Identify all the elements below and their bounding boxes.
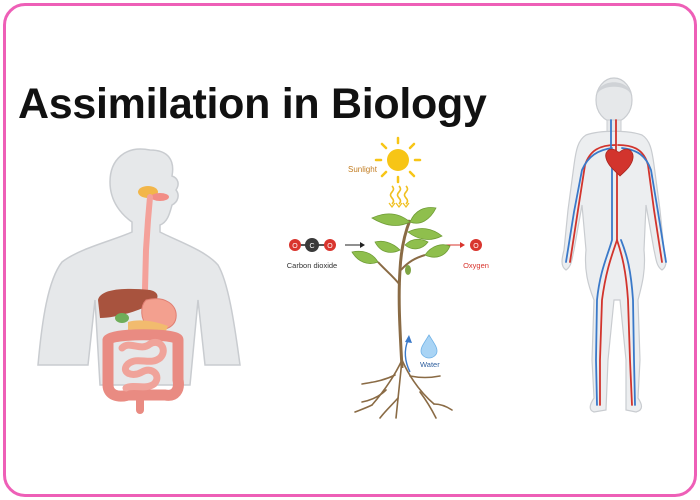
- page-title: Assimilation in Biology: [18, 80, 487, 128]
- co2-right-letter: O: [327, 243, 333, 250]
- water-label: Water: [420, 360, 440, 369]
- plant-stem: [397, 219, 412, 369]
- plant-roots: [354, 359, 453, 419]
- heart-icon: [605, 148, 634, 177]
- neck: [606, 119, 622, 133]
- hair: [597, 82, 631, 95]
- co2-arrow: [345, 242, 365, 248]
- digestive-system-figure: [37, 148, 241, 414]
- body-silhouette: [561, 130, 667, 413]
- small-intestine: [118, 339, 167, 392]
- oxygen-molecule-icon: O: [470, 239, 482, 251]
- plant-branch: [377, 261, 401, 286]
- circulatory-system-figure: [561, 77, 667, 413]
- gallbladder: [115, 313, 129, 323]
- water-drop-icon: [420, 334, 438, 359]
- oxygen-letter: O: [473, 243, 479, 250]
- mouth-cavity: [151, 193, 169, 201]
- co2-center-letter: C: [309, 243, 314, 250]
- co2-left-letter: O: [292, 243, 298, 250]
- large-intestine: [102, 329, 184, 402]
- water-uptake-arrowhead: [405, 335, 412, 343]
- plant-branch: [400, 254, 426, 271]
- torso-silhouette: [37, 148, 241, 386]
- heat-arrows-icon: [388, 185, 410, 208]
- carbon-dioxide-label: Carbon dioxide: [287, 261, 337, 270]
- sun-icon: [374, 136, 422, 184]
- liver: [98, 288, 158, 318]
- oxygen-label: Oxygen: [463, 261, 489, 270]
- co2-molecule-icon: O C O: [289, 238, 336, 252]
- sunlight-label: Sunlight: [348, 165, 378, 174]
- plant-leaves: [351, 207, 451, 264]
- photosynthesis-diagram: Sunlight O C O Carbon dioxide: [287, 136, 489, 419]
- water-uptake-arrow: [404, 339, 411, 373]
- pancreas: [128, 320, 168, 331]
- plant-bud: [405, 265, 411, 275]
